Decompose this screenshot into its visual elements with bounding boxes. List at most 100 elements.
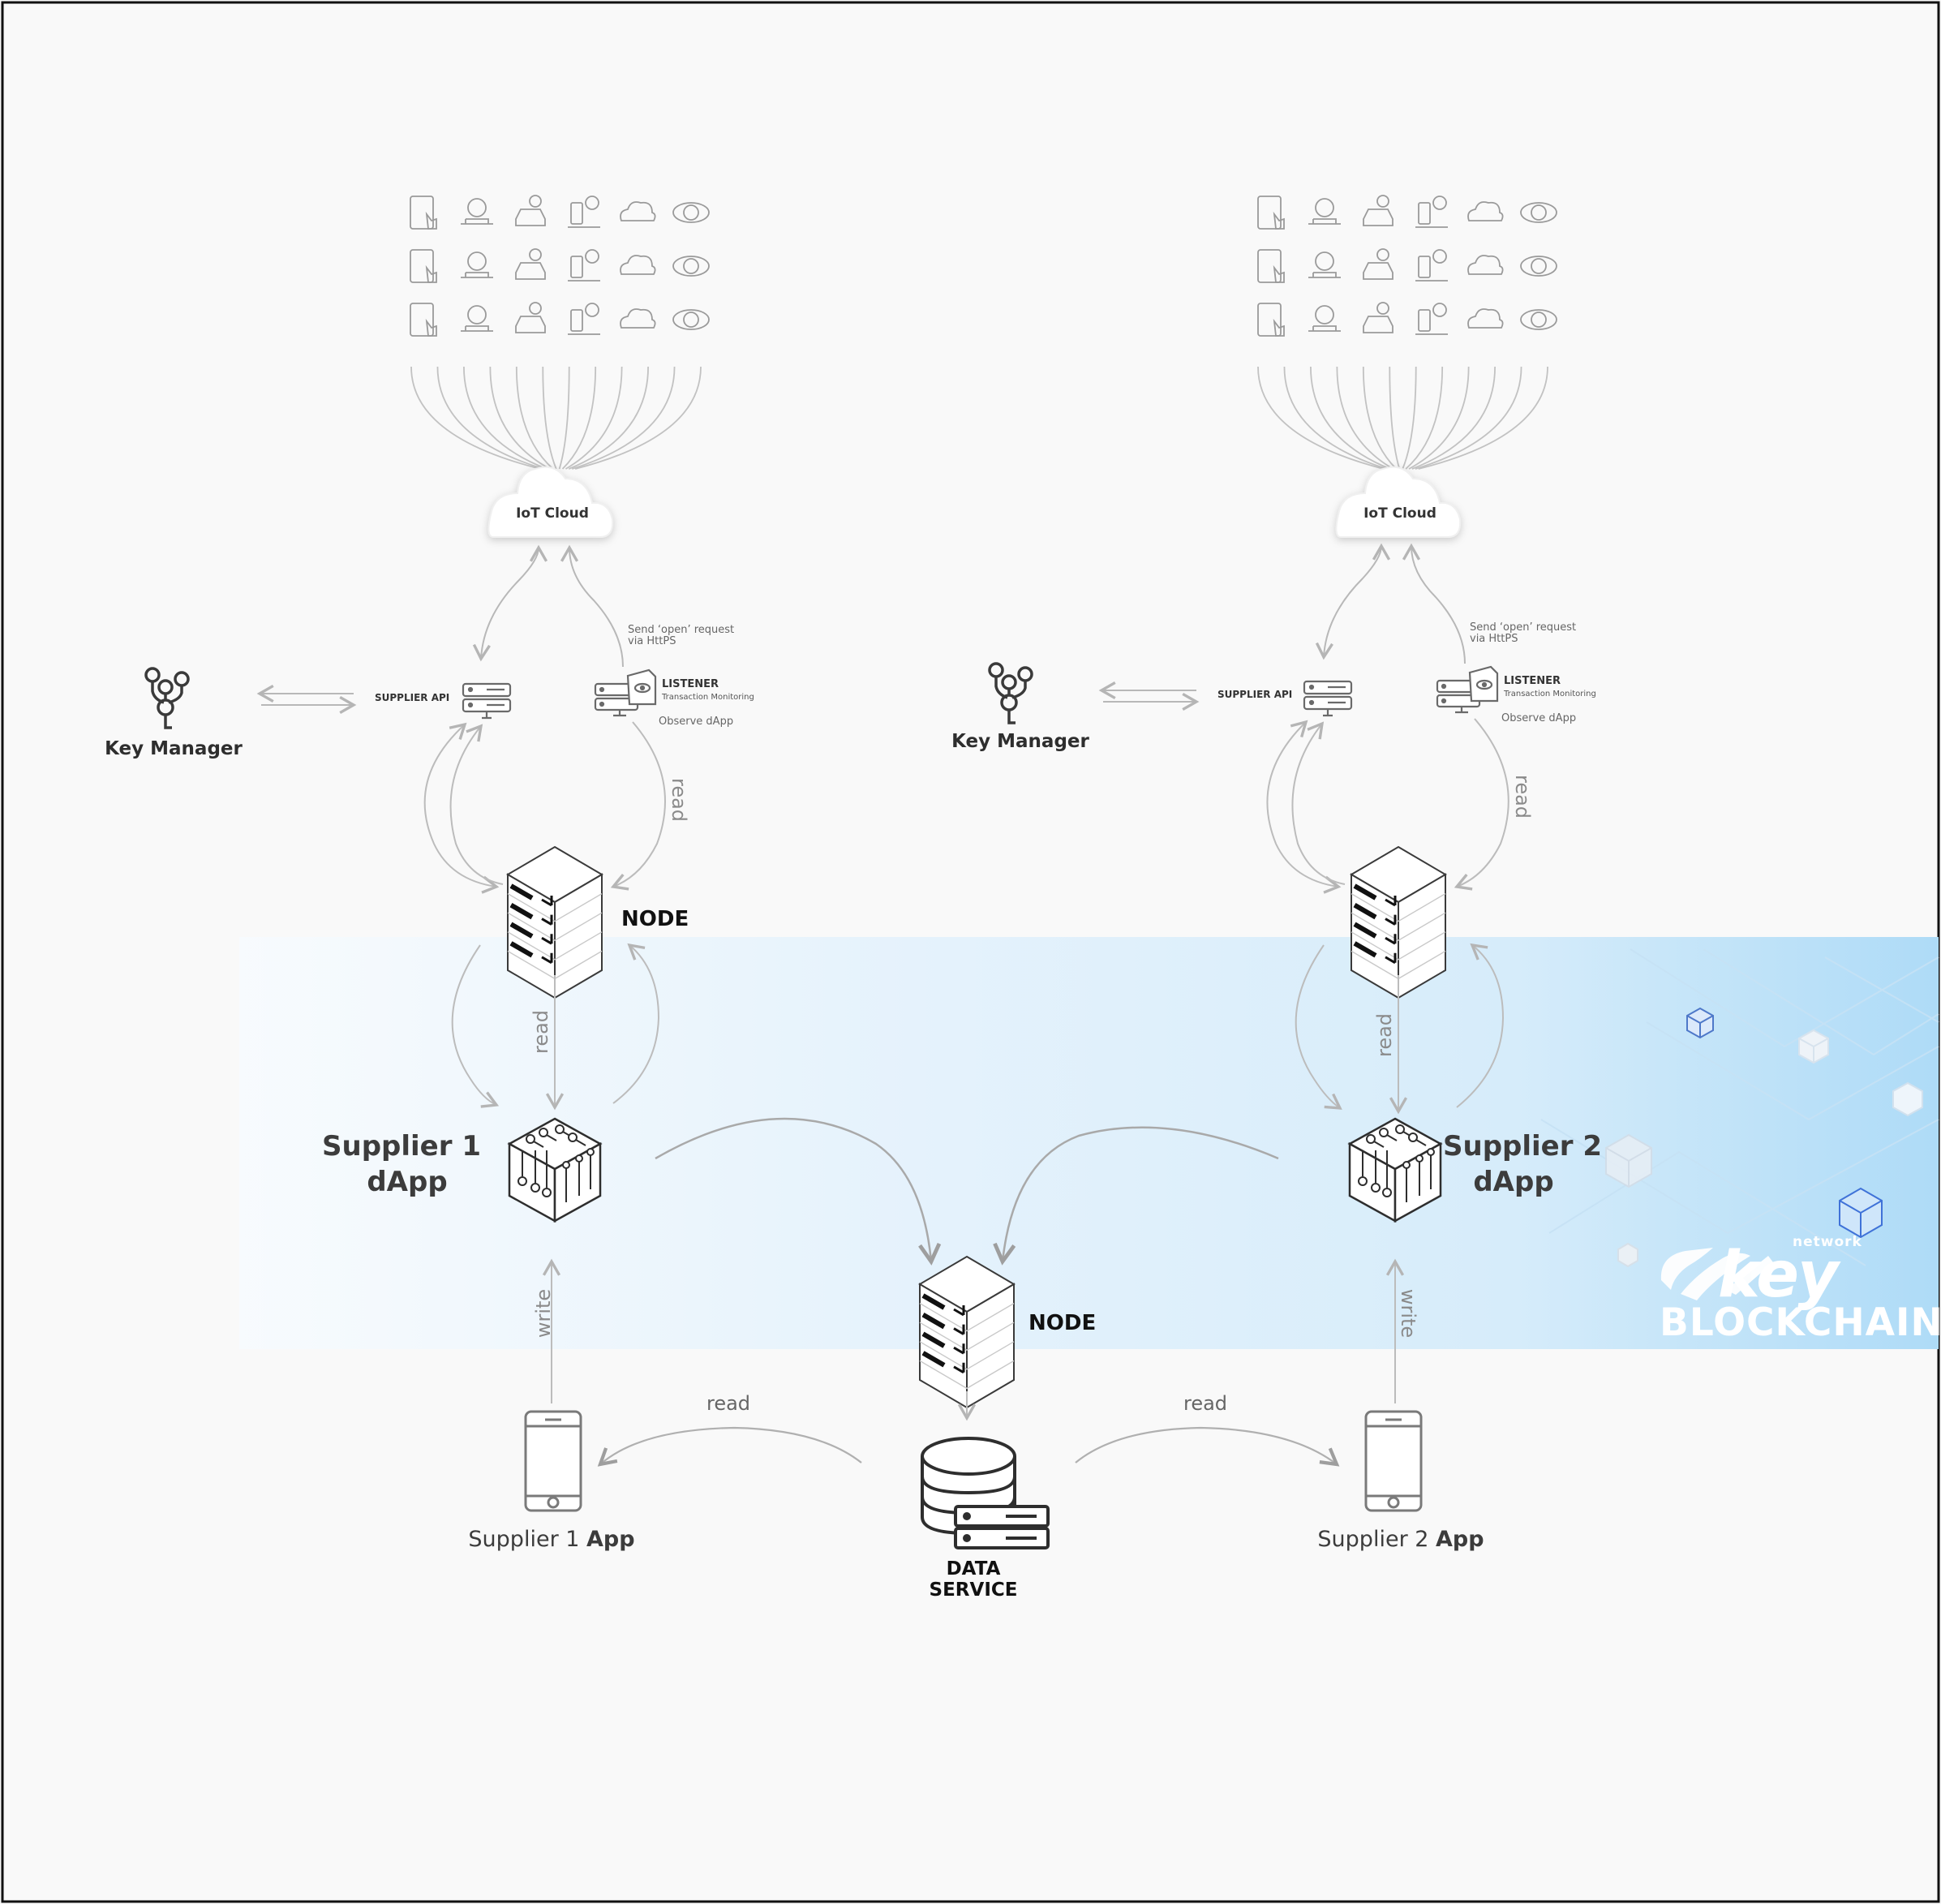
node-label-center: NODE: [1028, 1311, 1097, 1335]
arrow-listener-node-read-left: [610, 721, 666, 891]
fan-line: [565, 366, 623, 470]
weather-icon: [1257, 303, 1285, 337]
cpu-chip-icon: [1520, 256, 1557, 277]
dapp-label-line2-left: dApp: [367, 1166, 448, 1198]
node-chevron: [541, 934, 553, 945]
circuit-node: [1408, 1133, 1418, 1142]
node-chevron: [1385, 952, 1397, 965]
node-rack-line: [1351, 892, 1446, 922]
node-chevron: [1385, 934, 1397, 945]
car-gear-icon: [1363, 195, 1393, 226]
read-label-node-left: read: [530, 1009, 553, 1055]
dapp-cube-icon-left: [507, 1117, 603, 1223]
fan-line: [1257, 366, 1385, 470]
blockchain-network-graphic: [1540, 948, 1939, 1266]
node-led-bar: [509, 883, 534, 900]
bridge-icon: [1415, 303, 1448, 335]
app-label-normal-left: Supplier 1: [468, 1527, 587, 1552]
circuit-trace: [575, 1139, 586, 1146]
dapp-label-line1-right: Supplier 2: [1443, 1130, 1602, 1163]
dapp-label-line1-left: Supplier 1: [322, 1130, 481, 1163]
supplier-api-label-left: SUPPLIER API: [375, 692, 450, 703]
payment-device-icon: [620, 255, 656, 275]
supplier-api-label-right: SUPPLIER API: [1217, 689, 1293, 700]
iot-cloud-label-left: IoT Cloud: [516, 505, 589, 522]
node-led-bar: [509, 903, 534, 920]
blockchain-cube-icon: [1686, 1007, 1714, 1039]
listener-subtitle-right: Transaction Monitoring: [1504, 690, 1596, 698]
circuit-node: [1371, 1183, 1381, 1193]
node-led-bar: [1353, 922, 1377, 939]
phone-icon-left: [524, 1410, 582, 1512]
listener-icon-left: [594, 668, 657, 717]
read-label-app-right: read: [1183, 1392, 1228, 1415]
node-led-bar: [1353, 941, 1377, 958]
arrow-api-cloud-right: [1315, 543, 1391, 660]
people-network-icon: [1257, 249, 1285, 283]
circuit-trace: [1415, 1139, 1427, 1146]
iot-device-icons-left: [410, 195, 710, 337]
bridge-icon: [568, 303, 600, 335]
dapp-cube-icon-right: [1347, 1117, 1443, 1223]
data-service-line1: DATA: [946, 1558, 1001, 1580]
arrow-listener-cloud-right: [1402, 543, 1466, 664]
fan-line: [489, 366, 551, 470]
fan-line: [558, 366, 570, 470]
node-server-icon-left: [506, 845, 603, 999]
brand-logo-text: key: [1718, 1239, 1839, 1312]
fan-line: [1336, 366, 1394, 470]
smart-home-icon: [1415, 249, 1448, 282]
tablet-touch-icon: [410, 196, 437, 230]
circuit-node: [539, 1128, 548, 1137]
app-label-right: Supplier 2 App: [1317, 1527, 1484, 1552]
circuit-node: [1402, 1161, 1411, 1169]
iot-cloud-left: [487, 466, 614, 538]
node-led-bar: [509, 922, 534, 939]
node-chevron: [953, 1343, 965, 1355]
tablet-touch-icon: [1257, 196, 1285, 230]
circuit-node: [1379, 1128, 1389, 1137]
car-gear-icon: [515, 195, 546, 226]
send-request-line1-right: Send ‘open’ request: [1470, 621, 1577, 634]
listener-subtitle-left: Transaction Monitoring: [662, 693, 754, 702]
app-label-left: Supplier 1 App: [468, 1527, 634, 1552]
node-server-icon-center: [918, 1255, 1016, 1409]
fan-line: [463, 366, 548, 470]
presentation-chart-icon: [1308, 305, 1341, 332]
observe-dapp-label-left: Observe dApp: [659, 716, 734, 728]
fan-line: [1411, 366, 1496, 470]
fan-line: [1283, 366, 1388, 470]
arrow-dapp-center-node-right: [993, 1126, 1279, 1266]
app-label-bold-left: App: [586, 1527, 635, 1552]
key-manager-label-right: Key Manager: [951, 731, 1089, 752]
plug-icon: [1363, 248, 1393, 280]
circuit-node: [1366, 1134, 1376, 1144]
node-led-bar: [921, 1293, 946, 1310]
weather-icon: [410, 303, 437, 337]
iot-device-icons-right: [1257, 195, 1557, 337]
traffic-light-icon: [672, 309, 710, 330]
node-chevron: [541, 914, 553, 926]
fan-line: [568, 366, 649, 470]
arrow-api-node-outer-right: [1266, 720, 1342, 894]
blockchain-cube-icon: [1839, 1187, 1883, 1239]
circuit-trace: [546, 1134, 557, 1141]
circuit-node: [1415, 1154, 1424, 1163]
read-label-app-left: read: [706, 1392, 751, 1415]
fan-line: [436, 366, 544, 470]
database-icon: [921, 1437, 1050, 1549]
write-label-right: write: [1397, 1288, 1420, 1339]
arrow-api-node-inner-left: [449, 724, 504, 885]
fan-line: [410, 366, 541, 470]
arrow-api-cloud-left: [472, 544, 548, 662]
iot-cloud-label-right: IoT Cloud: [1363, 505, 1436, 522]
airplane-icon: [1467, 308, 1504, 329]
dapp-label-line2-right: dApp: [1473, 1166, 1554, 1198]
node-chevron: [541, 952, 553, 965]
arrow-listener-cloud-left: [560, 544, 624, 668]
node-label-left: NODE: [621, 907, 689, 931]
circuit-node: [542, 1188, 552, 1197]
charger-gear-icon: [1415, 196, 1448, 228]
listener-icon-right: [1436, 665, 1499, 714]
